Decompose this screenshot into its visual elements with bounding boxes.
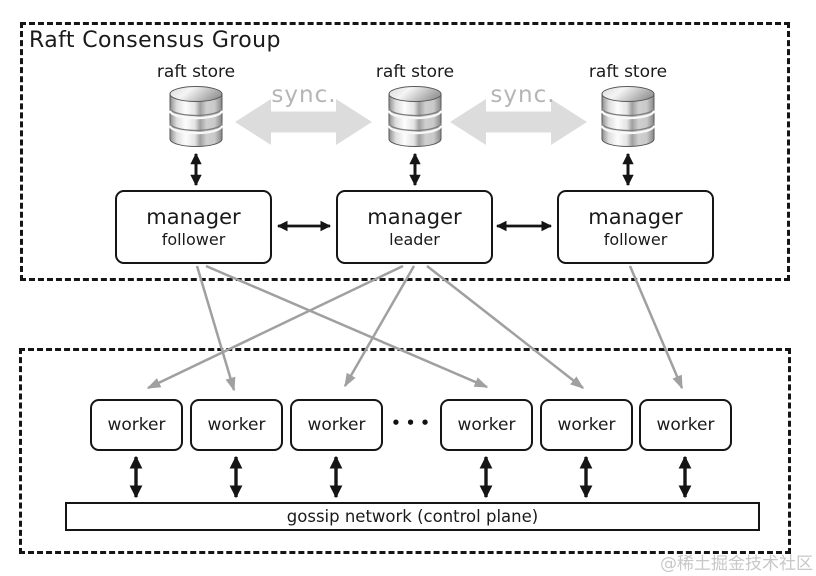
manager-title: manager (146, 204, 241, 229)
raft-group-title: Raft Consensus Group (29, 28, 281, 53)
worker-node: worker (190, 399, 283, 451)
worker-node: worker (440, 399, 533, 451)
worker-node: worker (90, 399, 183, 451)
database-icon (387, 86, 443, 148)
raft-store-label: raft store (588, 62, 668, 82)
worker-label: worker (107, 415, 166, 435)
database-icon (168, 86, 224, 148)
sync-label: sync. (490, 82, 556, 108)
worker-label: worker (307, 415, 366, 435)
worker-node: worker (290, 399, 383, 451)
worker-node: worker (639, 399, 732, 451)
watermark: @稀土掘金技术社区 (660, 554, 813, 574)
manager-title: manager (588, 204, 683, 229)
worker-label: worker (457, 415, 516, 435)
gossip-network-bar: gossip network (control plane) (65, 502, 760, 531)
raft-store-label: raft store (156, 62, 236, 82)
sync-label: sync. (271, 82, 337, 108)
worker-label: worker (207, 415, 266, 435)
database-icon (600, 86, 656, 148)
manager-node-leader: manager leader (336, 190, 493, 264)
workers-ellipsis: ••• (391, 414, 435, 432)
manager-node-follower-1: manager follower (115, 190, 272, 264)
manager-role: follower (161, 230, 226, 249)
manager-node-follower-2: manager follower (557, 190, 714, 264)
worker-label: worker (656, 415, 715, 435)
gossip-network-label: gossip network (control plane) (286, 507, 539, 526)
manager-title: manager (367, 204, 462, 229)
manager-role: leader (389, 230, 440, 249)
worker-label: worker (557, 415, 616, 435)
manager-role: follower (603, 230, 668, 249)
worker-node: worker (540, 399, 633, 451)
raft-store-label: raft store (375, 62, 455, 82)
